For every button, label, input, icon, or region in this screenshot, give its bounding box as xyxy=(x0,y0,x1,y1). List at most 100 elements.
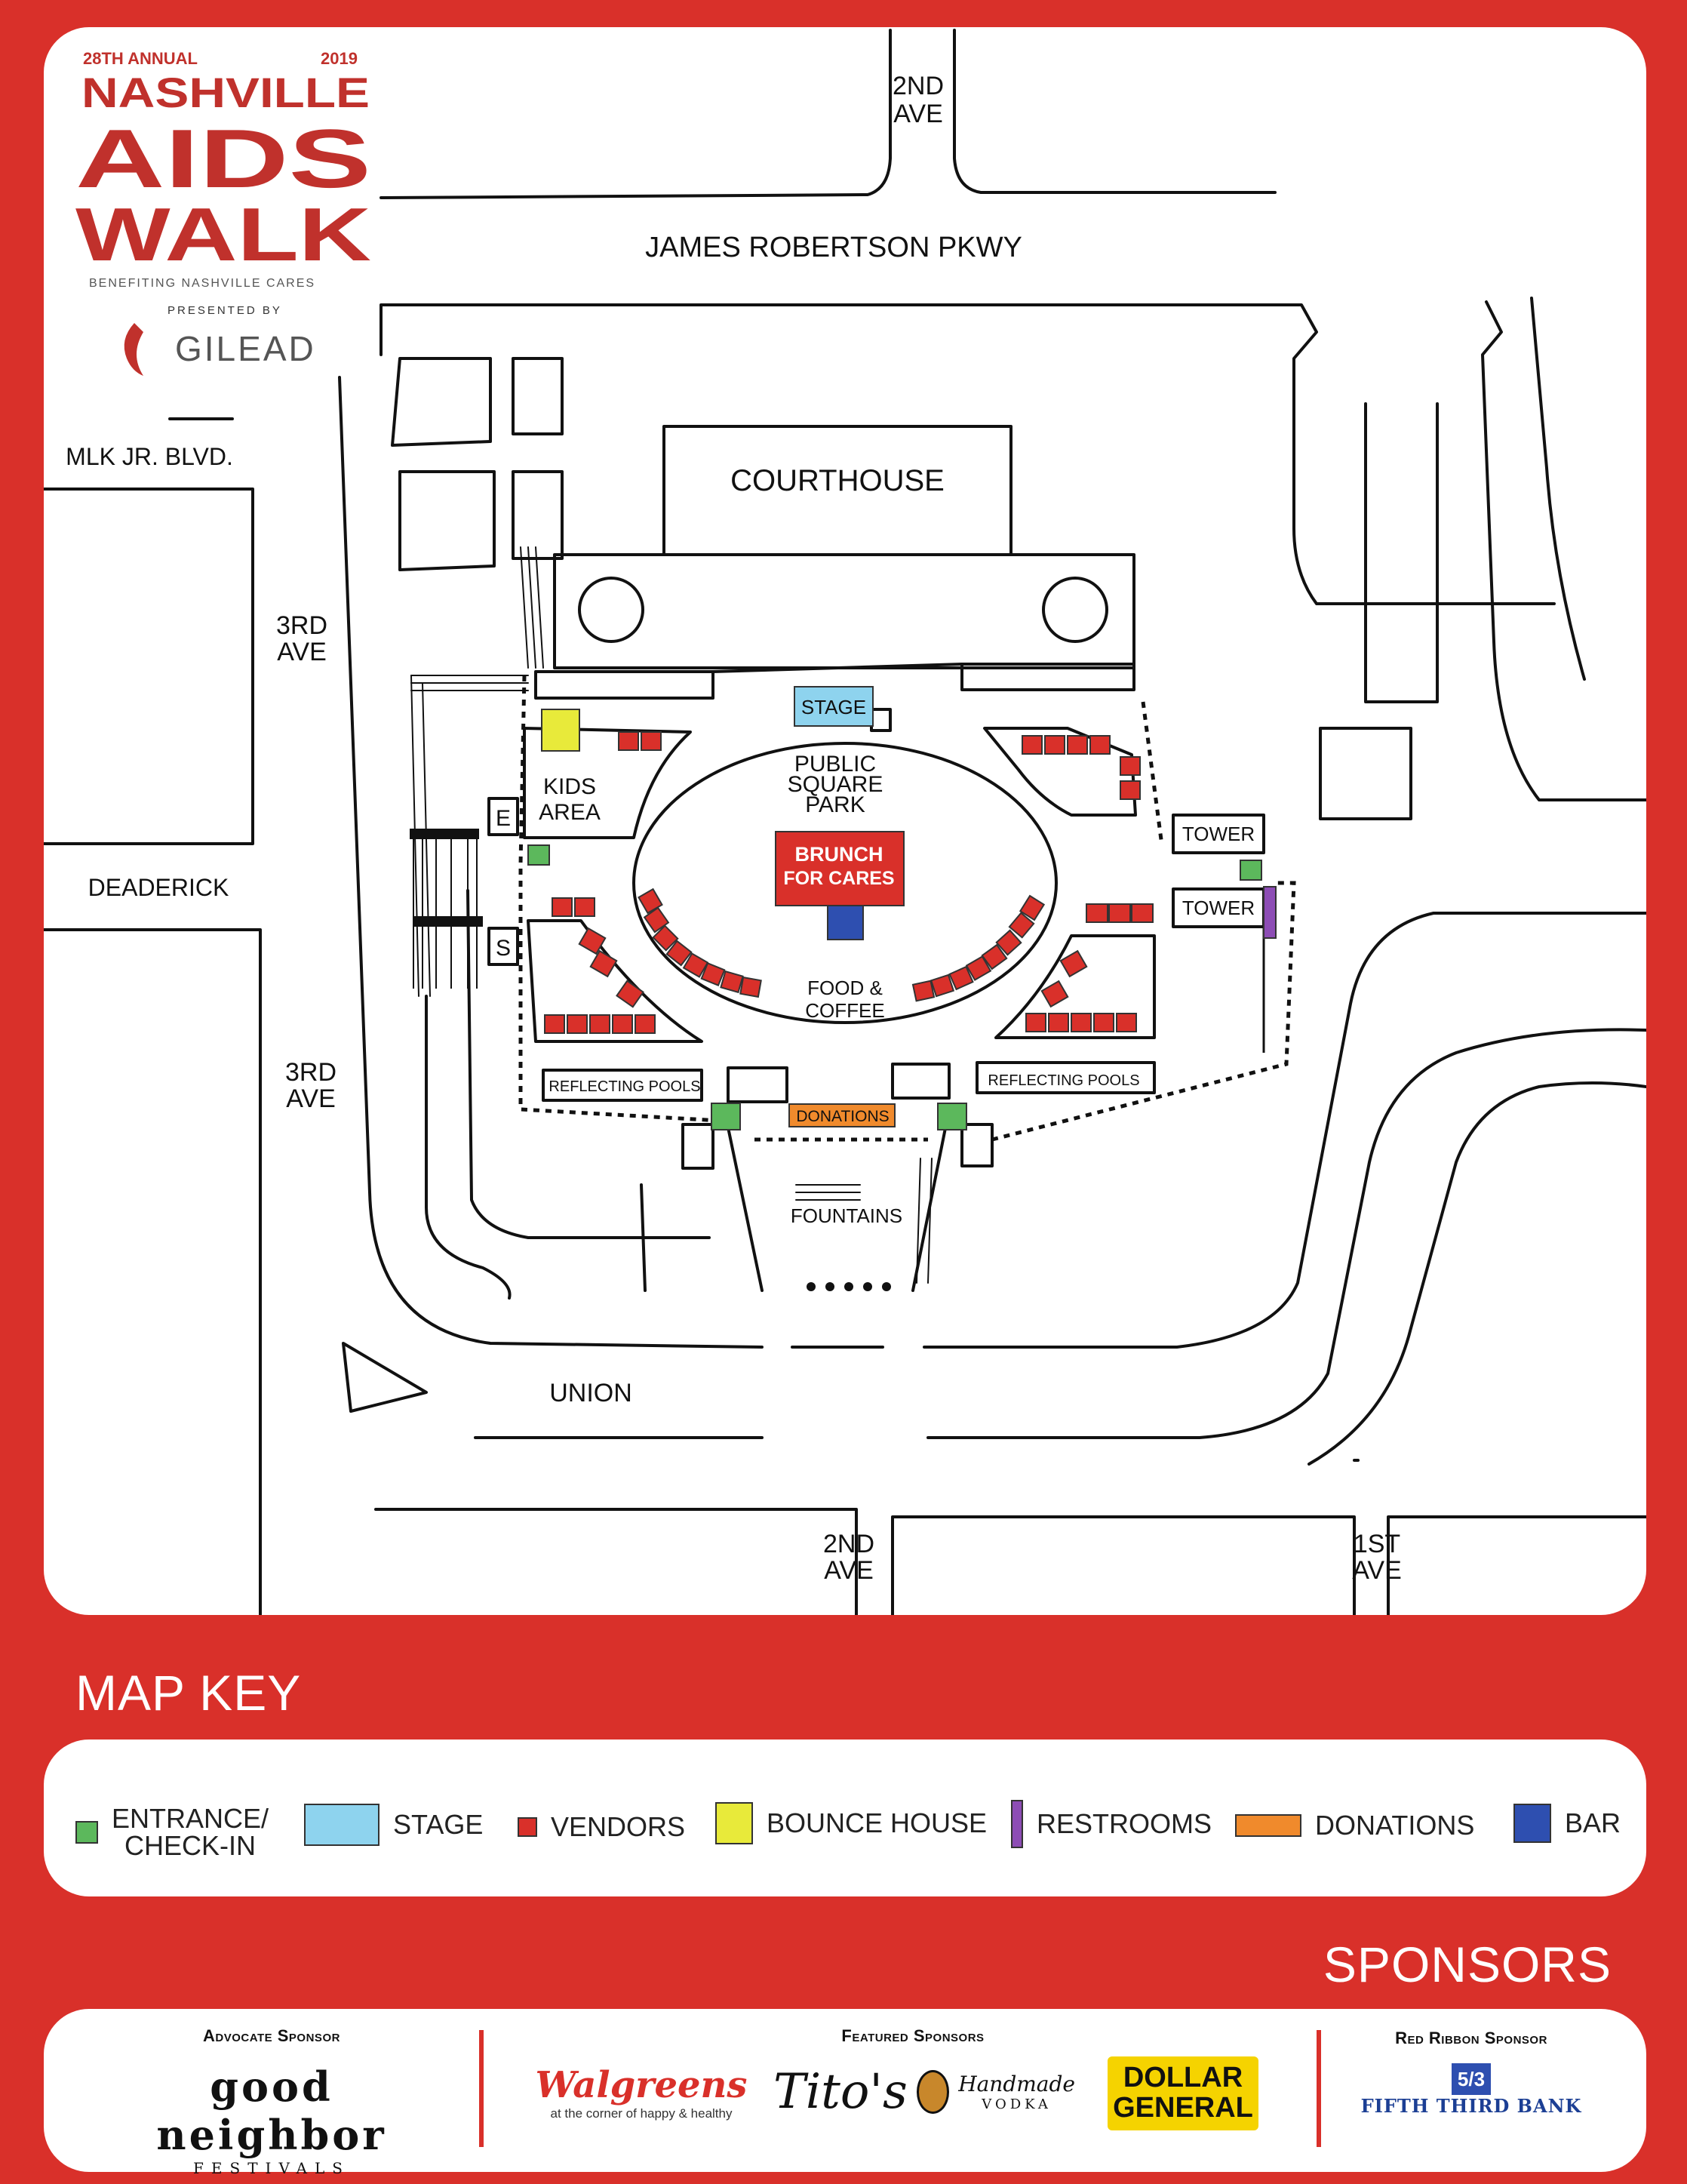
key-vendors: VENDORS xyxy=(518,1811,685,1843)
street-edge xyxy=(338,376,764,1349)
street-edge xyxy=(1481,300,1646,801)
key-label: DONATIONS xyxy=(1315,1810,1475,1841)
logo-aids: AIDS xyxy=(75,112,371,205)
vendor-zone xyxy=(983,727,1137,817)
key-label: STAGE xyxy=(393,1809,484,1840)
titos-wordmark: Tito's xyxy=(773,2064,908,2120)
kids-area-label: AREA xyxy=(539,800,601,825)
bridge-bar xyxy=(410,829,479,839)
vendor-booth xyxy=(1093,1013,1114,1032)
donations-booth xyxy=(788,1103,896,1127)
walkway xyxy=(466,889,711,1239)
bounce-house xyxy=(541,709,580,752)
event-logo: 28TH ANNUAL 2019 NASHVILLE AIDS WALK BEN… xyxy=(75,49,371,376)
planter xyxy=(1042,577,1108,643)
key-entrance: ENTRANCE/ CHECK-IN xyxy=(75,1805,269,1859)
ledge xyxy=(711,663,963,673)
vendor-booth xyxy=(544,1014,565,1034)
dollar-general-logo: DOLLAR GENERAL xyxy=(1108,2056,1258,2130)
reflecting-pools-label: REFLECTING POOLS xyxy=(988,1072,1139,1089)
street-label: 2ND xyxy=(823,1530,874,1558)
entrance xyxy=(527,844,550,866)
vendor-booth xyxy=(948,965,974,991)
street-edge xyxy=(1530,297,1586,681)
vendor-booth xyxy=(1044,735,1065,755)
block xyxy=(374,1508,858,1615)
good-neighbor-sub: FESTIVALS xyxy=(193,2159,350,2177)
vendor-booth xyxy=(1040,980,1069,1008)
street-label: AVE xyxy=(277,638,327,666)
vendor-booth xyxy=(995,929,1022,956)
vendor-booth xyxy=(1071,1013,1092,1032)
bar-swatch xyxy=(1513,1804,1551,1843)
street-label: 2ND xyxy=(893,72,944,100)
entrance xyxy=(711,1103,741,1130)
sponsor-divider xyxy=(1317,2030,1321,2147)
vendor-booth xyxy=(574,897,595,917)
vendor-booth xyxy=(616,980,644,1008)
sponsor-divider xyxy=(479,2030,484,2147)
fountain-dot xyxy=(863,1282,872,1291)
fountain-dot xyxy=(882,1282,891,1291)
titos-logo: Tito's Handmade VODKA xyxy=(773,2064,1075,2120)
key-stage: STAGE xyxy=(304,1804,483,1846)
reflecting-pool xyxy=(542,1069,703,1102)
fountains-label: FOUNTAINS xyxy=(791,1204,902,1227)
vendor-booth xyxy=(652,924,679,952)
logo-benefiting: BENEFITING NASHVILLE CARES xyxy=(89,277,315,290)
stairs-box xyxy=(487,927,519,966)
stairs-label: S xyxy=(496,936,511,961)
event-perimeter xyxy=(1141,701,1164,846)
building xyxy=(512,357,564,435)
logo-year: 2019 xyxy=(321,49,358,68)
stairs xyxy=(410,675,529,691)
tower-label: TOWER xyxy=(1182,823,1255,845)
key-bounce-house: BOUNCE HOUSE xyxy=(715,1802,987,1844)
dg-line-2: GENERAL xyxy=(1113,2092,1253,2124)
street-edge xyxy=(379,303,1556,605)
titos-seal-icon xyxy=(916,2070,950,2114)
reflecting-pool xyxy=(976,1061,1156,1094)
good-neighbor-logo: good neighbor xyxy=(156,2062,387,2159)
vendor-booth xyxy=(1120,780,1141,800)
donations-swatch xyxy=(1235,1814,1301,1837)
map-key-title: MAP KEY xyxy=(75,1665,302,1721)
vendor-booth xyxy=(589,1014,610,1034)
vendor-booth xyxy=(1116,1013,1137,1032)
street-label: MLK JR. BLVD. xyxy=(66,443,233,470)
courthouse-label: COURTHOUSE xyxy=(730,464,945,497)
bridge-bar xyxy=(413,916,483,927)
event-perimeter xyxy=(518,675,721,1123)
vendor-booth xyxy=(1108,903,1131,923)
brunch-label: FOR CARES xyxy=(783,868,894,889)
street-label: AVE xyxy=(286,1084,336,1113)
stage-notch xyxy=(870,708,892,732)
building xyxy=(512,470,564,560)
key-label-line: ENTRANCE/ xyxy=(112,1803,269,1834)
logo-nashville: NASHVILLE xyxy=(81,69,370,116)
street-edge xyxy=(953,29,1277,194)
key-bar: BAR xyxy=(1513,1804,1621,1843)
street-label: JAMES ROBERTSON PKWY xyxy=(645,232,1022,263)
fifth-third-wordmark: FIFTH THIRD BANK xyxy=(1360,2095,1582,2117)
building xyxy=(1364,402,1439,703)
gilead-icon xyxy=(124,323,143,376)
vendor-booth xyxy=(1025,1013,1046,1032)
key-label: BOUNCE HOUSE xyxy=(767,1807,988,1838)
entrance xyxy=(937,1103,967,1130)
vendor-booth xyxy=(1131,903,1154,923)
entrance-swatch xyxy=(75,1821,98,1844)
bridge xyxy=(413,838,478,989)
key-entrance-label: ENTRANCE/ CHECK-IN xyxy=(112,1805,269,1859)
street-edge xyxy=(1308,1081,1646,1466)
walgreens-logo: Walgreens at the corner of happy & healt… xyxy=(528,2064,754,2121)
map-panel: 28TH ANNUAL 2019 NASHVILLE AIDS WALK BEN… xyxy=(44,27,1646,1615)
fountain-steps xyxy=(795,1184,861,1201)
site-map: 28TH ANNUAL 2019 NASHVILLE AIDS WALK BEN… xyxy=(44,29,1646,1615)
dg-line-1: DOLLAR xyxy=(1123,2062,1243,2093)
featured-sponsors: Featured Sponsors xyxy=(521,2026,1305,2046)
vendor-booth xyxy=(700,962,726,986)
reflecting-pools-label: REFLECTING POOLS xyxy=(549,1078,700,1095)
walkway xyxy=(640,1183,647,1292)
sponsor-category: Featured Sponsors xyxy=(841,2026,985,2045)
